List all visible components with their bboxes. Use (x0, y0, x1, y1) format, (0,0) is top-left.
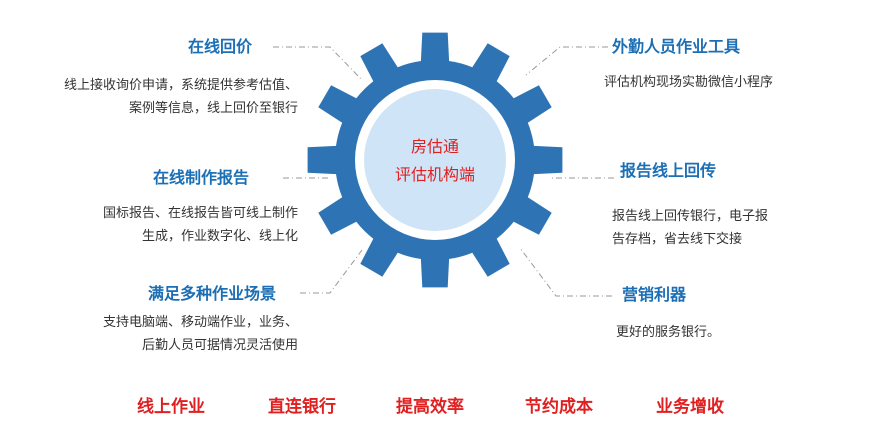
desc-line: 国标报告、在线报告皆可线上制作 (102, 206, 298, 221)
feature-title-report-upload: 报告线上回传 (620, 161, 717, 180)
feature-title-field-tool: 外勤人员作业工具 (612, 37, 741, 56)
connector-lines (273, 46, 614, 297)
benefit-online-work: 线上作业 (137, 397, 205, 417)
center-title-line1: 房估通 (411, 137, 459, 156)
connector-line (273, 46, 363, 81)
desc-line: 支持电脑端、移动端作业，业务、 (102, 315, 298, 330)
benefit-revenue: 业务增收 (656, 397, 724, 417)
desc-line: 生成，作业数字化、线上化 (141, 229, 298, 244)
feature-desc-online-quote: 线上接收询价申请，系统提供参考估值、 案例等信息，线上回价至银行 (64, 74, 298, 120)
feature-desc-online-report: 国标报告、在线报告皆可线上制作 生成，作业数字化、线上化 (103, 202, 298, 248)
feature-title-marketing: 营销利器 (622, 285, 687, 304)
gear-center-disc (364, 89, 506, 231)
feature-title-multi-scenario: 满足多种作业场景 (148, 284, 277, 303)
feature-desc-multi-scenario: 支持电脑端、移动端作业，业务、 后勤人员可据情况灵活使用 (103, 311, 298, 357)
desc-line: 后勤人员可据情况灵活使用 (141, 338, 298, 353)
connector-line (519, 247, 612, 297)
feature-title-online-quote: 在线回价 (188, 37, 253, 56)
connector-line (300, 249, 363, 294)
desc-line: 案例等信息，线上回价至银行 (128, 101, 298, 116)
benefit-direct-bank: 直连银行 (268, 397, 336, 417)
desc-line: 评估机构现场实勘微信小程序 (604, 75, 774, 90)
feature-desc-report-upload: 报告线上回传银行，电子报 告存档，省去线下交接 (612, 205, 768, 251)
benefit-efficiency: 提高效率 (396, 397, 464, 417)
center-title-line2: 评估机构端 (395, 165, 475, 184)
desc-line: 告存档，省去线下交接 (612, 232, 743, 247)
feature-title-online-report: 在线制作报告 (153, 168, 250, 187)
connector-line (525, 46, 608, 76)
desc-line: 线上接收询价申请，系统提供参考估值、 (63, 78, 298, 93)
feature-desc-marketing: 更好的服务银行。 (616, 321, 720, 344)
benefit-cost-saving: 节约成本 (525, 397, 593, 417)
feature-desc-field-tool: 评估机构现场实勘微信小程序 (604, 71, 773, 94)
desc-line: 报告线上回传银行，电子报 (612, 209, 769, 224)
desc-line: 更好的服务银行。 (616, 325, 721, 340)
